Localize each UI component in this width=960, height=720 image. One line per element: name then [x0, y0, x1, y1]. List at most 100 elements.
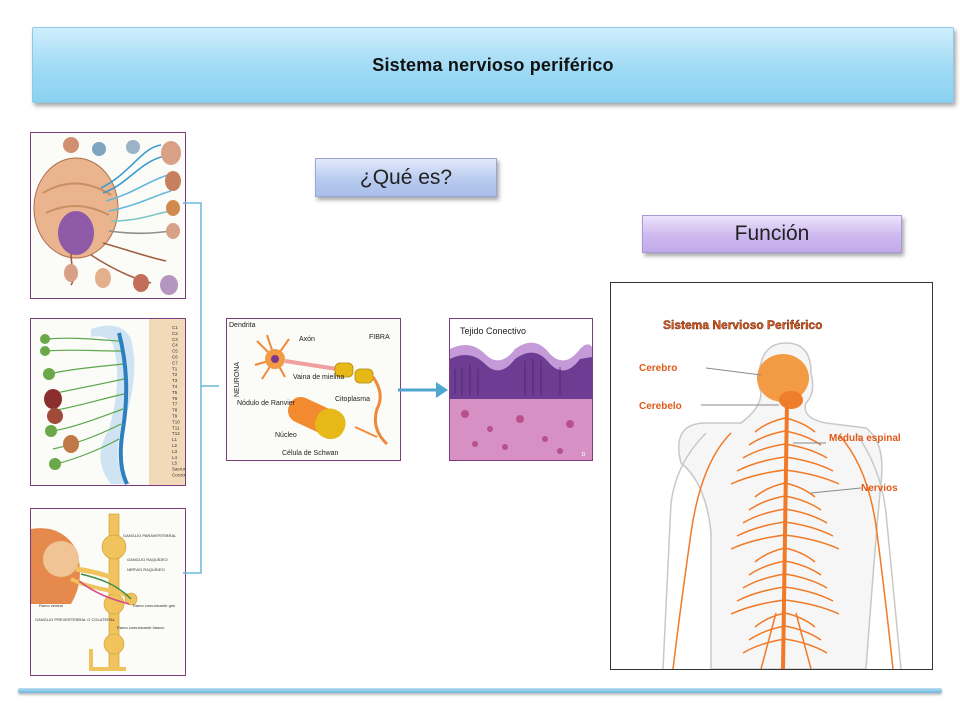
nerve-branch	[730, 599, 786, 615]
nerve-branch	[784, 599, 840, 615]
nerve-branch	[736, 456, 786, 472]
spinal-level-label: Coccix	[172, 473, 185, 478]
ganglion-image[interactable]: GANGLIO PARAVERTEBRAL GANGLIO RAQUÍDEO NER…	[30, 508, 186, 676]
nerve-branch	[784, 508, 828, 524]
spinal-level-label: C5	[172, 349, 178, 354]
nerve-branch	[754, 547, 786, 563]
spinal-level-label: T10	[172, 419, 180, 424]
tissue-corner-label: b	[582, 452, 586, 458]
spinal-nerves-illustration: C1C2C3C4C5C6C7T1T2T3T4T5T6T7T8T9T10T11T1…	[40, 319, 185, 485]
nerve-branch	[784, 573, 828, 589]
connective-tissue-image[interactable]: Tejido Conectivo b	[449, 318, 593, 461]
nerve-branch	[784, 456, 834, 472]
tissue-illustration: Tejido Conectivo b	[450, 319, 592, 460]
spinal-level-label: T1	[172, 366, 178, 371]
spinal-level-label: C6	[172, 355, 178, 360]
ganglion-label: GANGLIO PREVERTEBRAL O COLATERAL	[35, 617, 116, 622]
title-bar: Sistema nervioso periférico	[32, 27, 954, 103]
tissue-label: Tejido Conectivo	[460, 326, 526, 336]
ganglion-label: GANGLIO RAQUÍDEO	[127, 557, 168, 562]
nerve-branch	[754, 417, 786, 433]
spinal-level-label: T3	[172, 378, 178, 383]
nerve-branch	[742, 443, 786, 459]
nerve-branch	[730, 534, 786, 550]
nerve-branch	[742, 508, 786, 524]
nerve-branch	[784, 482, 816, 498]
nerve-branch	[784, 547, 816, 563]
funcion-label: Función	[734, 222, 810, 245]
nerve-branch	[784, 417, 816, 433]
cerebelo-label: Cerebelo	[639, 401, 682, 412]
spinal-level-label: L1	[172, 437, 178, 442]
nodulo-label: Nódulo de Ranvier	[237, 400, 296, 407]
nerve-branch	[742, 638, 786, 654]
nerve-branch	[784, 469, 840, 485]
arm-nerve-right	[838, 434, 894, 669]
spinal-level-label: T9	[172, 414, 178, 419]
spinal-level-label: T8	[172, 408, 178, 413]
spinal-level-label: T6	[172, 396, 178, 401]
nucleo-label: Núcleo	[275, 432, 297, 439]
spinal-level-label: T11	[172, 425, 180, 430]
spinal-level-label: T12	[172, 431, 180, 436]
axon-label: Axón	[299, 336, 315, 343]
vaina-label: Vaina de mielina	[293, 374, 344, 381]
que-es-label: ¿Qué es?	[359, 165, 453, 189]
body-illustration: Sistema Nervioso Periférico Cerebro Cere…	[639, 318, 902, 669]
dendrita-label: Dendrita	[229, 322, 256, 329]
nerve-branch	[742, 573, 786, 589]
body-nervous-system-image[interactable]: Sistema Nervioso Periférico Cerebro Cere…	[610, 282, 933, 670]
neurona-label: NEURONA	[234, 362, 241, 397]
cranial-nerves-image[interactable]	[30, 132, 186, 299]
que-es-button[interactable]: ¿Qué es?	[315, 158, 497, 197]
spinal-level-label: T5	[172, 390, 178, 395]
spinal-level-label: C1	[172, 325, 178, 330]
spinal-level-label: C4	[172, 343, 178, 348]
nerve-branch	[784, 612, 816, 628]
nervios-label: Nervios	[861, 483, 898, 494]
ganglion-illustration: GANGLIO PARAVERTEBRAL GANGLIO RAQUÍDEO NER…	[31, 513, 177, 671]
page-title: Sistema nervioso periférico	[372, 54, 614, 75]
spinal-level-label: C3	[172, 337, 178, 342]
nerve-branch	[748, 625, 786, 641]
arrow-icon	[398, 382, 448, 398]
spinal-level-label: T4	[172, 384, 178, 389]
nerve-branch	[748, 495, 786, 511]
funcion-button[interactable]: Función	[642, 215, 902, 253]
nerve-branch	[784, 560, 822, 576]
arm-nerve-left	[672, 432, 732, 669]
ganglion-label: NERVIO RAQUÍDEO	[127, 567, 165, 572]
spinal-level-label: T2	[172, 372, 178, 377]
spinal-level-label: C7	[172, 360, 178, 365]
cranial-nerves-illustration	[33, 137, 181, 295]
spinal-level-label: L4	[172, 455, 178, 460]
nerve-branch	[784, 443, 828, 459]
nerve-branch	[736, 586, 786, 602]
nerve-branch	[784, 495, 822, 511]
cerebro-label: Cerebro	[639, 363, 677, 374]
leg-nerve-left	[760, 612, 777, 669]
ganglion-label: Ramo comunicante blanco	[117, 625, 165, 630]
ganglion-label: Ramo comunicante gris	[133, 603, 175, 608]
nerve-branch	[748, 430, 786, 446]
medula-label: Médula espinal	[829, 433, 901, 444]
nerve-branch	[784, 586, 834, 602]
nerve-branch	[730, 469, 786, 485]
fibra-label: FIBRA	[369, 334, 390, 341]
bracket-connector	[183, 202, 219, 574]
spinal-level-label: L3	[172, 449, 178, 454]
nerve-branch	[754, 482, 786, 498]
ganglion-label: GANGLIO PARAVERTEBRAL	[123, 533, 177, 538]
nerve-branch	[736, 521, 786, 537]
nerve-branch	[784, 638, 828, 654]
nerve-branch	[784, 534, 840, 550]
nerve-branch	[784, 625, 822, 641]
spinal-level-label: T7	[172, 402, 178, 407]
schwan-label: Célula de Schwan	[282, 450, 339, 457]
spinal-level-label: L2	[172, 443, 178, 448]
body-title: Sistema Nervioso Periférico	[663, 318, 822, 332]
citoplasma-label: Citoplasma	[335, 396, 370, 403]
